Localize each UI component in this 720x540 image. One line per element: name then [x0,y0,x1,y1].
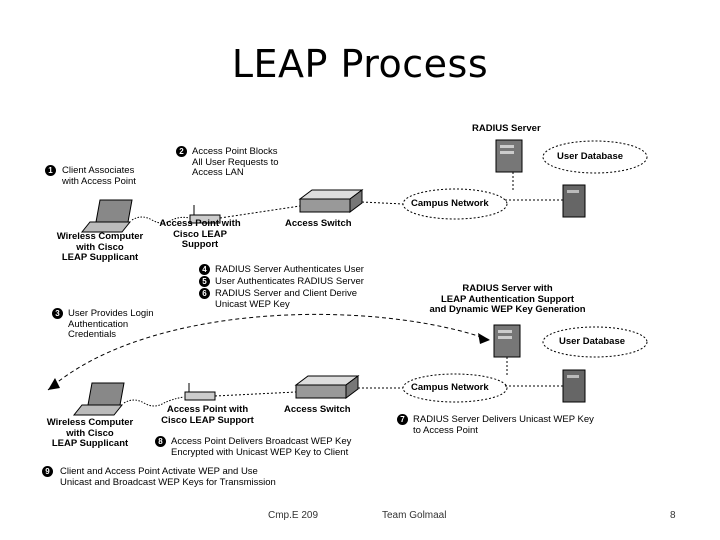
step-5-text: User Authenticates RADIUS Server [215,276,364,287]
step-9-text: Client and Access Point Activate WEP and… [60,466,276,488]
database-server-icon [562,184,586,218]
step-6-badge: 6 [199,288,210,299]
access-switch-label-2: Access Switch [284,404,351,415]
page-number: 8 [670,510,676,521]
campus-network-label: Campus Network [411,198,489,209]
user-database-cloud-2 [542,326,648,358]
user-database-label-2: User Database [559,336,626,347]
database-server-icon-2 [562,369,586,403]
step-4-text: RADIUS Server Authenticates User [215,264,364,275]
step-8-badge: 8 [155,436,166,447]
radius-server-icon-2 [493,324,521,358]
access-point-icon [189,205,221,224]
step-9-badge: 9 [42,466,53,477]
access-switch-icon [298,189,364,213]
slide-title: LEAP Process [231,42,489,86]
user-database-label: User Database [557,151,624,162]
step-3-badge: 3 [52,308,63,319]
step-4-badge: 4 [199,264,210,275]
access-point-icon-2 [184,383,216,401]
access-switch-label: Access Switch [285,218,352,229]
access-switch-icon-2 [294,375,360,399]
step-1-badge: 1 [45,165,56,176]
radius-server-label: RADIUS Server [472,123,541,134]
footer-team: Team Golmaal [382,510,447,521]
auth-arrow [47,313,491,391]
campus-network-label-2: Campus Network [411,382,489,393]
step-7-badge: 7 [397,414,408,425]
radius-server-icon [495,139,523,173]
laptop-icon [80,199,133,233]
footer-course: Cmp.E 209 [268,510,319,521]
step-5-badge: 5 [199,276,210,287]
laptop-icon-2 [72,382,125,416]
user-database-cloud [542,140,648,174]
step-2-badge: 2 [176,146,187,157]
